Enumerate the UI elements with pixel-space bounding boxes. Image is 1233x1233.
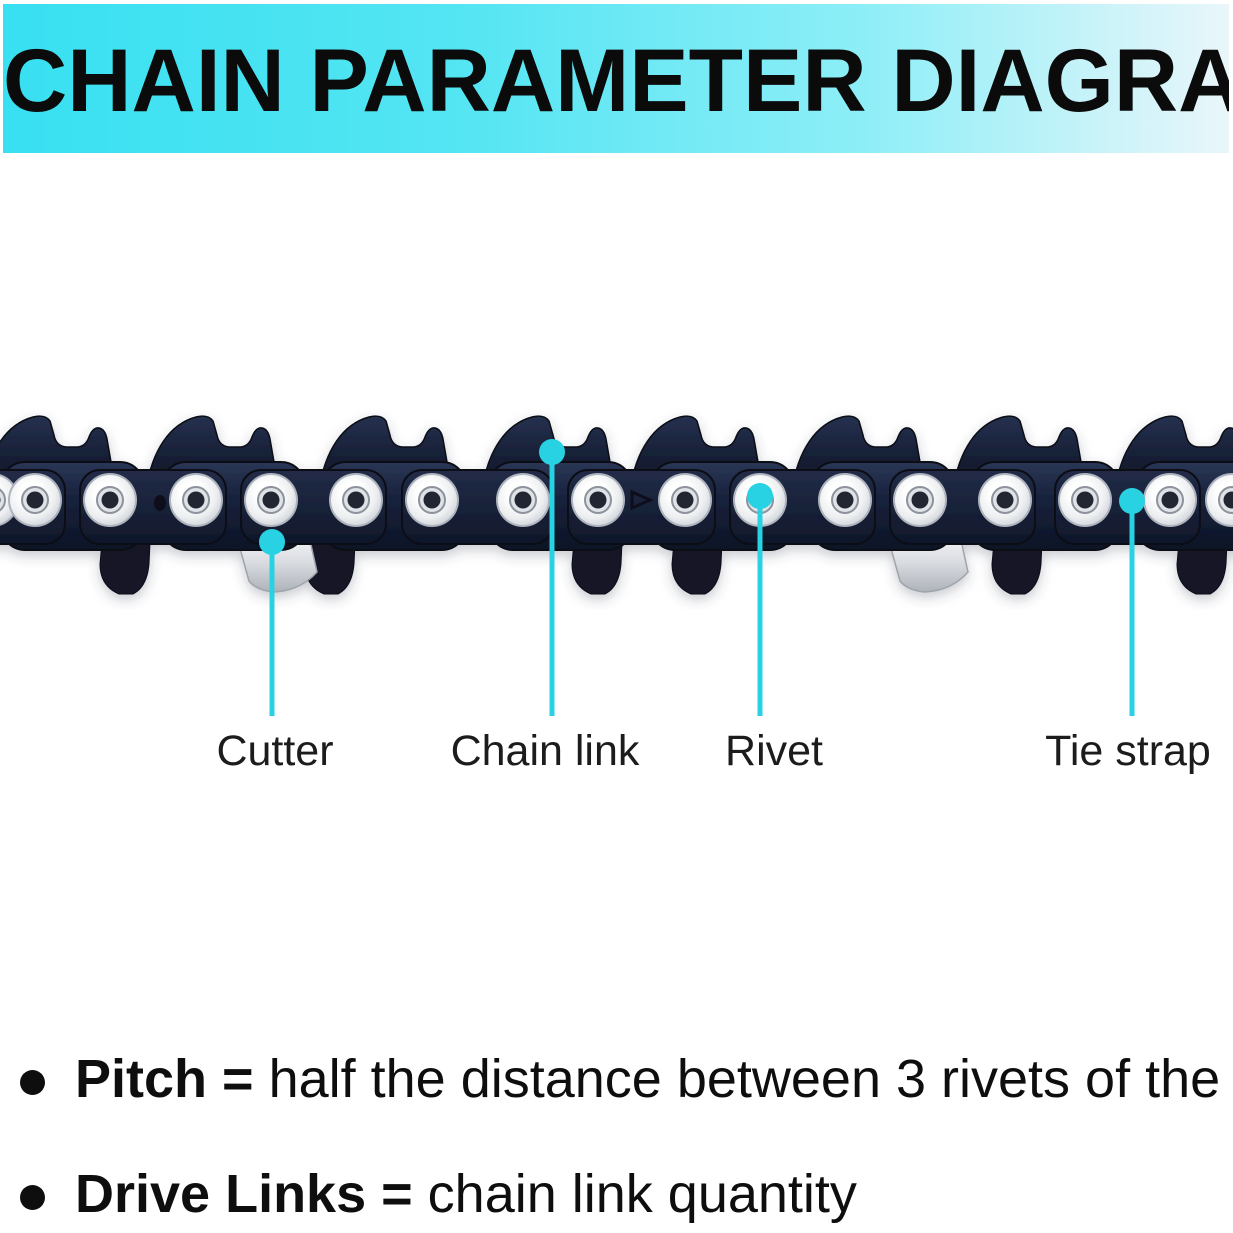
note-drive-links: Drive Links =chain link quantity xyxy=(20,1163,857,1225)
note-pitch-term: Pitch = xyxy=(75,1049,254,1109)
cutter-dot xyxy=(259,529,285,555)
rivet-dot xyxy=(747,483,773,509)
bullet-icon xyxy=(20,1185,45,1210)
tie-strap-dot xyxy=(1119,488,1145,514)
tie-strap-label: Tie strap xyxy=(1045,727,1211,775)
note-pitch-text: Pitch =half the distance between 3 rivet… xyxy=(75,1048,1220,1110)
rivet-line xyxy=(757,496,763,716)
page-title: CHAIN PARAMETER DIAGRAM xyxy=(3,30,1229,130)
chain-link-line xyxy=(549,452,555,716)
cutter-line xyxy=(269,542,275,716)
chain-link-dot xyxy=(539,439,565,465)
note-drive-links-term: Drive Links = xyxy=(75,1164,413,1224)
note-drive-links-definition: chain link quantity xyxy=(427,1164,857,1224)
tie-strap-line xyxy=(1129,501,1135,716)
note-pitch: Pitch =half the distance between 3 rivet… xyxy=(20,1048,1220,1110)
stamp-marks xyxy=(154,489,654,511)
note-pitch-definition: half the distance between 3 rivets of th… xyxy=(268,1049,1221,1109)
note-drive-links-text: Drive Links =chain link quantity xyxy=(75,1163,857,1225)
cutter-label: Cutter xyxy=(216,727,334,775)
bullet-icon xyxy=(20,1070,45,1095)
rivet-label: Rivet xyxy=(725,727,823,775)
chain-link-label: Chain link xyxy=(450,727,640,775)
chain-photo xyxy=(0,400,1233,610)
chain-illustration xyxy=(0,415,1233,595)
header-banner: CHAIN PARAMETER DIAGRAM xyxy=(3,4,1229,153)
